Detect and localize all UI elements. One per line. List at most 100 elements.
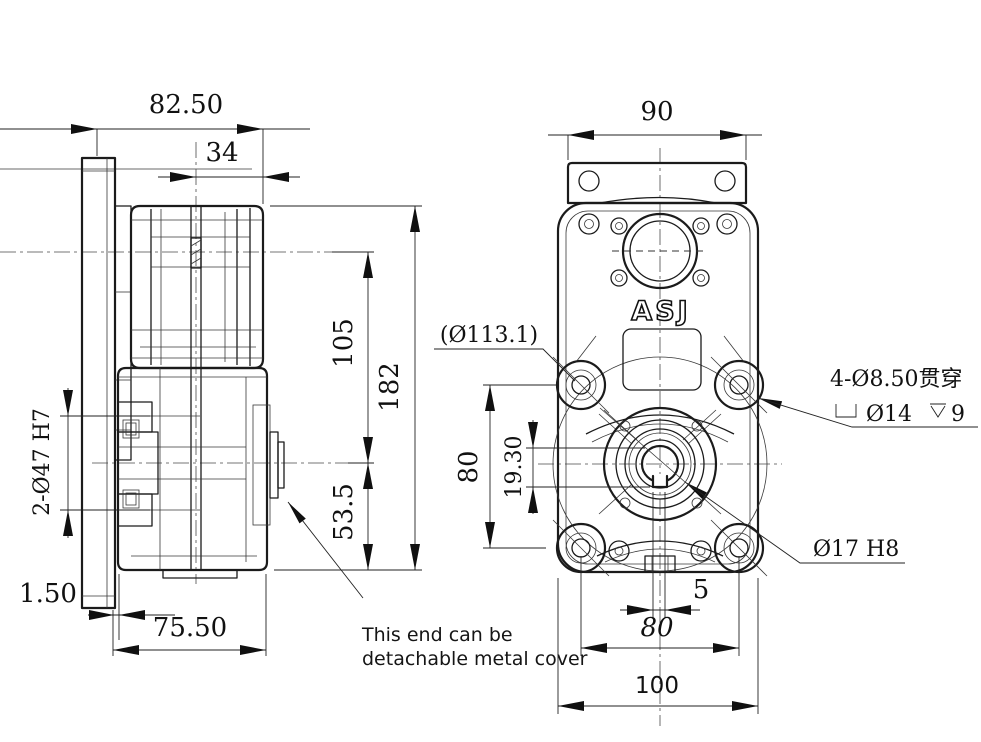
bottom-screw — [608, 540, 630, 562]
arrowhead — [410, 206, 420, 232]
boss-slash — [552, 356, 610, 414]
arrowhead — [713, 643, 739, 653]
dim-19-30-label: 19.30 — [502, 436, 527, 499]
dimension-100: 100 — [557, 578, 759, 714]
arrowhead — [485, 385, 495, 411]
bottom-screw-hole — [696, 546, 706, 556]
wave-rib-upper-1 — [585, 414, 735, 435]
arrowhead — [170, 172, 196, 182]
boss-top-right — [710, 356, 768, 414]
counterbore-depth-label: 9 — [951, 402, 965, 427]
front-view: ASJ — [434, 97, 978, 726]
diagonal-construction-line — [599, 407, 686, 483]
flange-hole-right — [714, 170, 736, 192]
screw-hole — [697, 274, 705, 282]
dimension-1-50: 1.50 — [19, 574, 175, 656]
counterbore-dia-label: Ø14 — [866, 402, 912, 427]
dim-105-label: 105 — [329, 318, 359, 368]
arrowhead — [71, 124, 97, 134]
screw-boss — [692, 269, 710, 287]
arrowhead — [63, 510, 73, 536]
key-outline — [190, 237, 202, 269]
bearing-inner — [125, 492, 137, 506]
pin-hole — [619, 420, 631, 432]
arrowhead — [89, 610, 114, 620]
boss-circle-113 — [552, 356, 768, 572]
arrowhead — [528, 422, 538, 448]
boss-hole — [729, 375, 749, 395]
cover-cap-inner — [277, 441, 285, 489]
dim-90-label: 90 — [640, 97, 673, 127]
arrowhead — [558, 701, 584, 711]
bearing-outer — [122, 419, 140, 439]
dimension-34: 34 — [158, 138, 300, 182]
label-boss-circle: (Ø113.1) — [434, 323, 576, 382]
dimension-182: 182 — [270, 205, 422, 571]
counterbore-icon — [835, 404, 857, 418]
rib — [723, 335, 745, 363]
dimension-5-keyway: 5 — [620, 492, 709, 618]
arrowhead — [113, 645, 139, 655]
nameplate — [622, 328, 702, 391]
dim-2-d47-label: 2-Ø47 H7 — [30, 408, 55, 516]
housing-outline — [116, 366, 269, 572]
bearing-upper — [122, 419, 140, 439]
dimension-2-d47: 2-Ø47 H7 — [30, 388, 150, 538]
screw-hole — [615, 222, 623, 230]
boss-outer — [555, 359, 607, 411]
leader-arrowhead — [758, 398, 783, 409]
corner-screw — [716, 213, 738, 235]
side-view: 82.50 34 105 182 53. — [0, 90, 588, 670]
arrowhead — [363, 544, 373, 570]
arrowhead — [665, 605, 691, 615]
output-boss-mid — [615, 419, 705, 509]
boss-slash — [710, 519, 768, 577]
corner-screw — [578, 213, 600, 235]
arrowhead — [63, 390, 73, 416]
depth-icon — [930, 403, 946, 418]
dimension-80-vertical: 80 — [454, 384, 556, 549]
boss-counterbore — [723, 369, 755, 401]
arrowhead — [528, 487, 538, 513]
keyway-slot — [651, 474, 669, 489]
hatch-3 — [190, 257, 202, 265]
screw-boss — [610, 217, 628, 235]
callout-mount-holes: 4-Ø8.50贯穿 Ø14 9 — [757, 367, 978, 428]
wave-rib-lower-2 — [604, 548, 716, 563]
leader-line — [434, 348, 576, 382]
leader-line — [757, 397, 978, 428]
callout-output-bore: Ø17 H8 — [599, 407, 905, 564]
bottom-screw — [690, 540, 712, 562]
output-ring-outer — [624, 428, 696, 500]
note-line-1: This end can be — [361, 624, 513, 646]
corner-screws-top — [578, 213, 738, 235]
dimension-53-5: 53.5 — [329, 463, 373, 570]
dim-80-v-label: 80 — [454, 450, 484, 483]
housing-front: ASJ — [552, 196, 768, 577]
arrowhead — [263, 172, 289, 182]
bottom-tab — [644, 555, 676, 573]
arrowhead — [363, 437, 373, 463]
arrowhead — [568, 130, 594, 140]
dim-75-50-label: 75.50 — [153, 613, 227, 643]
boss-top-left — [552, 356, 610, 414]
pin-hole — [691, 420, 703, 432]
arrowhead — [581, 643, 607, 653]
arrowhead — [627, 605, 653, 615]
dimension-90: 90 — [548, 97, 762, 160]
corner-screw-hole — [584, 219, 594, 229]
detachable-cover-note: This end can be detachable metal cover — [287, 501, 588, 670]
arrowhead — [363, 252, 373, 278]
dim-100-label: 100 — [635, 673, 679, 699]
boss-outer — [713, 359, 765, 411]
dim-182-label: 182 — [375, 362, 405, 412]
arrowhead — [237, 124, 263, 134]
boss-counterbore — [565, 369, 597, 401]
flange-outline — [566, 161, 748, 205]
dim-1-50-label: 1.50 — [19, 579, 77, 609]
bearing-inner — [125, 422, 137, 436]
boss-hole — [571, 375, 591, 395]
note-line-2: detachable metal cover — [362, 648, 588, 670]
